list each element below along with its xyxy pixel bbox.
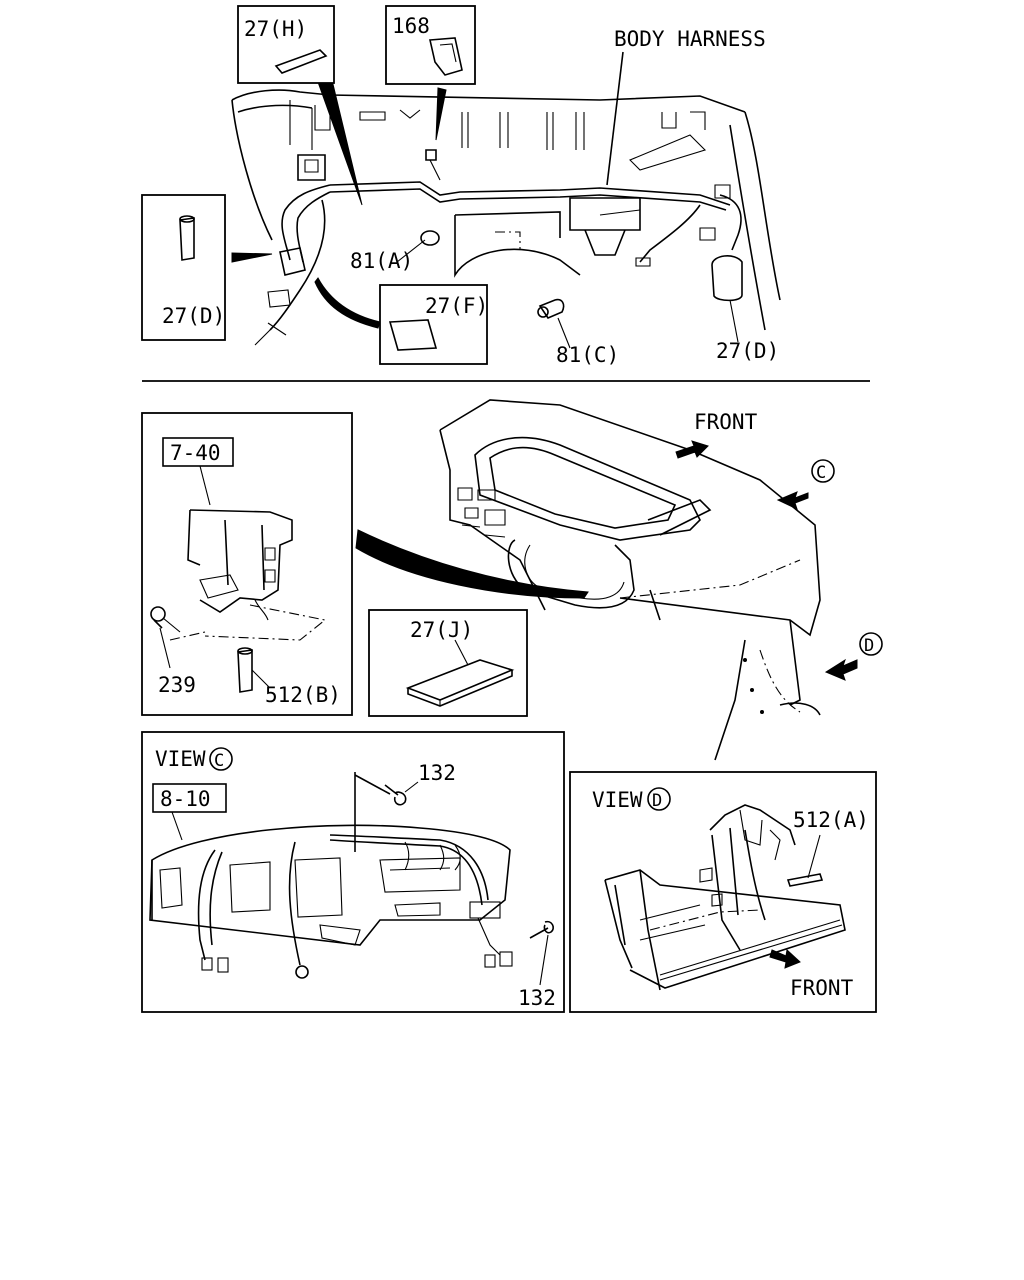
callout-27j: 27(J) — [368, 609, 528, 717]
label-27d-right: 27(D) — [716, 339, 779, 363]
label-27f: 27(F) — [425, 294, 488, 318]
label-27j: 27(J) — [410, 618, 473, 642]
label-8-10: 8-10 — [160, 787, 211, 811]
label-front-top: FRONT — [694, 410, 758, 434]
label-body-harness: BODY HARNESS — [614, 27, 766, 51]
label-view-c-marker: C — [816, 463, 826, 483]
label-27h: 27(H) — [244, 17, 307, 41]
part-81c-icon — [537, 298, 565, 319]
callout-27f: 27(F) — [379, 284, 488, 365]
view-d-marker: D — [824, 632, 883, 681]
label-front-view-d: FRONT — [790, 976, 854, 1000]
callout-27h: 27(H) — [237, 5, 335, 84]
view-c-title: VIEW — [155, 747, 206, 771]
view-c-marker: C — [776, 459, 835, 510]
callout-wedge-7-40 — [355, 529, 589, 599]
label-239: 239 — [158, 673, 196, 697]
label-81a: 81(A) — [350, 249, 413, 273]
label-132-bottom: 132 — [518, 986, 556, 1010]
view-d-panel: VIEW D 512(A) FRONT — [569, 771, 877, 1013]
callout-27d-left: 27(D) — [141, 194, 226, 341]
label-512a: 512(A) — [793, 808, 869, 832]
view-d-title: VIEW — [592, 788, 643, 812]
view-c-title-marker: C — [214, 751, 224, 771]
callout-168: 168 — [385, 5, 476, 85]
ref-box-7-40 — [162, 437, 234, 467]
label-81c: 81(C) — [556, 343, 619, 367]
callout-7-40: 7-40 239 512(B) — [141, 412, 353, 716]
view-d-title-marker: D — [652, 791, 662, 811]
body-harness-illustration — [231, 89, 781, 346]
top-leader-lines — [182, 51, 739, 349]
front-arrow-top: FRONT — [675, 410, 758, 459]
label-132-top: 132 — [418, 761, 456, 785]
label-168: 168 — [392, 14, 430, 38]
ref-box-8-10 — [152, 783, 227, 813]
view-c-panel: VIEW C 8-10 132 — [141, 731, 565, 1013]
label-7-40: 7-40 — [170, 441, 221, 465]
label-view-d-marker: D — [864, 636, 874, 656]
label-512b: 512(B) — [265, 683, 341, 707]
label-27d-left: 27(D) — [162, 304, 225, 328]
